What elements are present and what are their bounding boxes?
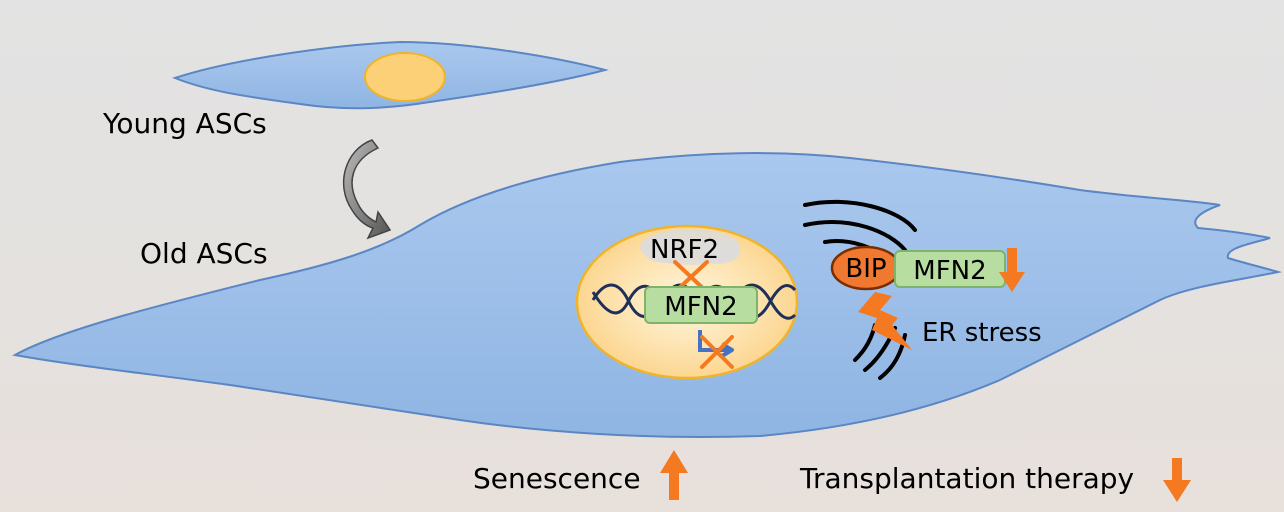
arrow-down-icon (1163, 458, 1191, 502)
curved-arrow-down-icon (342, 139, 392, 240)
mfn2-protein-box (894, 250, 1006, 288)
bip-label: BIP (845, 254, 886, 284)
young-nucleus (364, 52, 446, 102)
transplantation-label: Transplantation therapy (799, 462, 1134, 495)
x-mark-icon (700, 335, 734, 369)
nrf2-label: NRF2 (650, 235, 719, 265)
young-ascs-label: Young ASCs (102, 107, 267, 140)
mfn2-gene-box (644, 286, 758, 324)
nrf2-cloud (640, 229, 740, 265)
lightning-bolt-icon (858, 292, 912, 350)
er-stress-label: ER stress (922, 318, 1042, 348)
arrow-up-icon (660, 450, 688, 500)
mfn2-er-label: MFN2 (913, 256, 986, 286)
mfn2-nucleus-label: MFN2 (664, 292, 737, 322)
arrow-down-icon (999, 248, 1025, 292)
young-cell (172, 40, 609, 110)
senescence-label: Senescence (473, 462, 641, 495)
old-ascs-label: Old ASCs (140, 237, 268, 270)
